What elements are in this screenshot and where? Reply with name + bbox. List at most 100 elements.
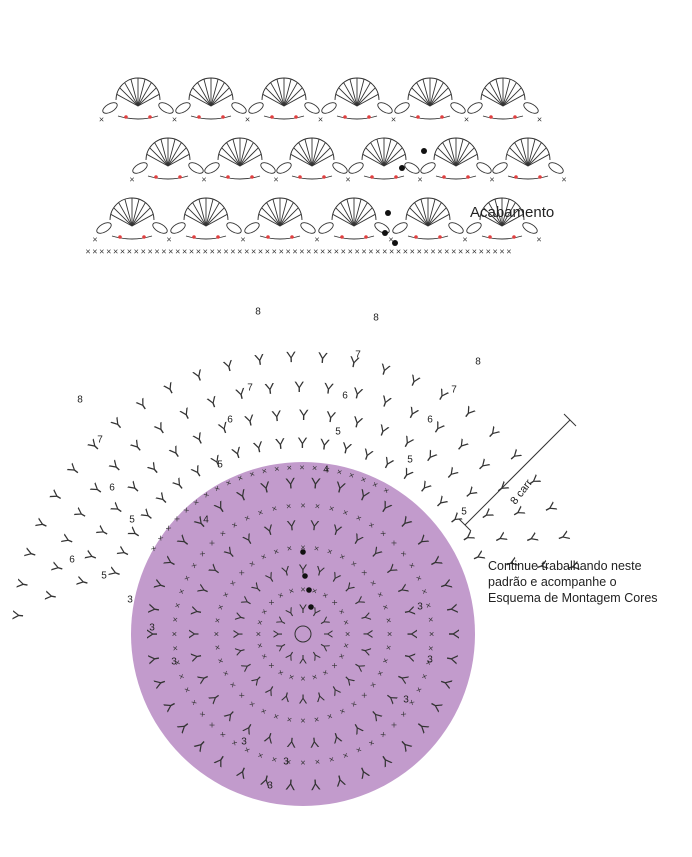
round-number: 3 xyxy=(427,655,433,666)
chain-arc xyxy=(190,115,232,120)
single-crochet-stitch: × xyxy=(329,597,340,608)
single-crochet-stitch: × xyxy=(286,714,293,725)
double-crochet-stitch: Y xyxy=(234,385,248,404)
double-crochet-stitch: Y xyxy=(170,475,188,495)
single-crochet-stitch: × xyxy=(285,246,290,256)
double-crochet-stitch: Y xyxy=(375,422,391,441)
single-crochet-stitch: × xyxy=(479,246,484,256)
single-crochet-stitch: × xyxy=(403,246,408,256)
double-crochet-stitch: Y xyxy=(252,439,265,458)
double-crochet-stitch: Y xyxy=(399,433,416,453)
accent-dot xyxy=(416,115,420,119)
accent-dot xyxy=(466,175,470,179)
fan-stitch xyxy=(272,199,281,227)
fan-stitch xyxy=(119,87,139,107)
chain-arc xyxy=(407,235,449,240)
center-filled-circle xyxy=(131,462,475,806)
double-crochet-stitch: Y xyxy=(294,379,304,396)
single-crochet-stitch: × xyxy=(391,114,396,124)
magic-ring xyxy=(294,625,312,643)
single-crochet-stitch: × xyxy=(106,246,111,256)
fan-arc xyxy=(405,197,451,221)
single-crochet-stitch: × xyxy=(286,463,292,473)
double-crochet-stitch: Y xyxy=(87,480,107,498)
single-crochet-stitch: × xyxy=(299,246,304,256)
fan-stitch xyxy=(481,93,504,107)
single-crochet-stitch: × xyxy=(266,597,277,608)
double-crochet-stitch: Y xyxy=(125,479,144,498)
fan-arc xyxy=(217,137,263,161)
accent-dot xyxy=(266,235,270,239)
fan-stitch xyxy=(279,207,299,227)
single-crochet-stitch: × xyxy=(113,246,118,256)
fan-stitch xyxy=(429,93,452,107)
single-crochet-stitch: × xyxy=(359,474,368,485)
double-crochet-stitch: Y xyxy=(508,504,528,521)
chain-arc xyxy=(219,175,261,180)
single-crochet-stitch: × xyxy=(172,513,183,524)
fan-stitch xyxy=(483,207,503,227)
round-number: 5 xyxy=(217,460,223,471)
chain-arc xyxy=(185,235,227,240)
double-crochet-stitch: Y xyxy=(162,379,179,399)
chain-arc xyxy=(263,115,305,120)
double-crochet-stitch: Y xyxy=(351,385,365,404)
double-crochet-stitch: Y xyxy=(378,393,393,412)
double-crochet-stitch: Y xyxy=(452,436,471,455)
fan-stitch xyxy=(356,93,379,107)
single-crochet-stitch: × xyxy=(361,246,366,256)
accent-dot xyxy=(148,115,152,119)
single-crochet-stitch: × xyxy=(223,246,228,256)
double-crochet-stitch: Y xyxy=(286,517,298,534)
fan-stitch xyxy=(411,87,431,107)
fan-stitch xyxy=(527,153,550,167)
chain-loop xyxy=(188,162,204,174)
single-crochet-stitch: × xyxy=(248,469,256,480)
chain-loop xyxy=(231,102,247,114)
fan-stitch xyxy=(311,139,320,167)
fan-stitch xyxy=(232,139,241,167)
single-crochet-stitch-ring: ×××××××××××××××××××××××× xyxy=(253,584,352,683)
single-crochet-stitch: × xyxy=(163,523,174,533)
chain-loop xyxy=(466,222,482,234)
chain-loop xyxy=(492,162,508,174)
single-crochet-stitch: × xyxy=(259,551,268,562)
single-crochet-stitch: × xyxy=(348,246,353,256)
single-crochet-stitch: × xyxy=(382,246,387,256)
double-crochet-stitch: Y xyxy=(108,500,128,518)
double-crochet-stitch: Y xyxy=(313,688,326,705)
double-crochet-stitch: Y xyxy=(401,605,419,618)
double-crochet-stitch: Y xyxy=(325,408,337,426)
double-crochet-stitch: Y xyxy=(191,367,206,386)
double-crochet-stitch: Y xyxy=(333,479,347,498)
single-crochet-stitch: × xyxy=(348,470,356,481)
single-crochet-stitch: × xyxy=(312,463,318,473)
single-crochet-stitch: × xyxy=(536,234,541,244)
fan-stitch xyxy=(261,207,281,227)
single-crochet-stitch: × xyxy=(191,497,201,508)
single-crochet-stitch: × xyxy=(321,667,331,678)
fan-arc xyxy=(407,77,453,101)
single-crochet-stitch: × xyxy=(321,590,331,601)
single-crochet-stitch: × xyxy=(271,503,278,514)
fan-stitch xyxy=(131,199,140,227)
single-crochet-stitch: × xyxy=(218,528,228,539)
single-crochet-stitch: × xyxy=(417,246,422,256)
double-crochet-stitch: Y xyxy=(232,611,249,624)
double-crochet-stitch: Y xyxy=(108,414,127,433)
fan-stitch xyxy=(383,139,392,167)
accent-dot xyxy=(250,175,254,179)
fan-stitch xyxy=(427,207,447,227)
fan-stitch xyxy=(262,93,285,107)
fan-stitch xyxy=(149,147,169,167)
double-crochet-stitch: Y xyxy=(379,454,396,474)
single-crochet-stitch: × xyxy=(314,501,320,512)
single-crochet-stitch: × xyxy=(345,174,350,184)
chain-loop xyxy=(321,102,337,114)
fan-stitch xyxy=(346,199,355,227)
accent-dot xyxy=(438,235,442,239)
single-crochet-stitch: × xyxy=(196,246,201,256)
single-crochet-stitch: × xyxy=(271,754,278,765)
single-crochet-stitch: × xyxy=(172,114,177,124)
accent-dot xyxy=(221,115,225,119)
